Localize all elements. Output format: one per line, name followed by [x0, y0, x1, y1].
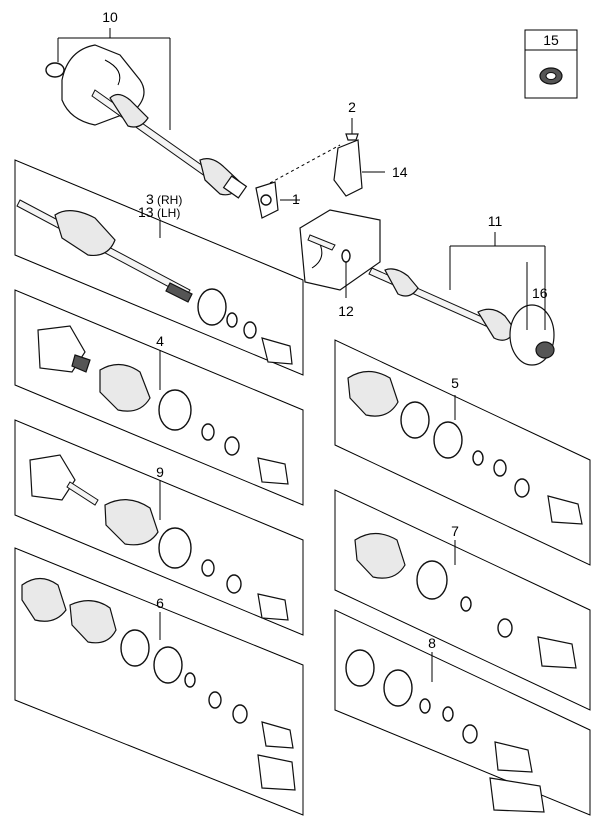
callout-5: 5: [451, 375, 459, 391]
callout-1: 1: [292, 191, 300, 207]
callout-2: 2: [348, 99, 356, 115]
panel-7: [334, 489, 591, 711]
callout-13: 13: [138, 204, 154, 220]
callout-11: 11: [488, 213, 503, 229]
drive-shaft-assembly-11: [299, 209, 555, 366]
callout-3-rh: (RH): [157, 193, 182, 207]
callout-14: 14: [392, 164, 408, 180]
panel-5: [334, 339, 591, 566]
panel-8: [334, 609, 591, 816]
part-15-box: [524, 29, 578, 99]
drive-shaft-assembly-10: [45, 28, 248, 199]
panel-4: [14, 289, 304, 506]
callout-4: 4: [156, 333, 164, 349]
callout-8: 8: [428, 635, 436, 651]
callout-15: 15: [543, 32, 559, 48]
callout-13-lh: (LH): [157, 206, 180, 220]
panel-9: [14, 419, 304, 636]
callout-3: 3: [146, 191, 154, 207]
callout-10: 10: [102, 9, 118, 25]
callout-9: 9: [156, 464, 164, 480]
callout-7: 7: [451, 523, 459, 539]
center-bearing-bracket: [255, 118, 385, 219]
callout-16: 16: [532, 285, 548, 301]
callout-12: 12: [338, 303, 354, 319]
panel-3-13: [14, 159, 304, 376]
panel-6: [14, 547, 304, 816]
callout-6: 6: [156, 595, 164, 611]
